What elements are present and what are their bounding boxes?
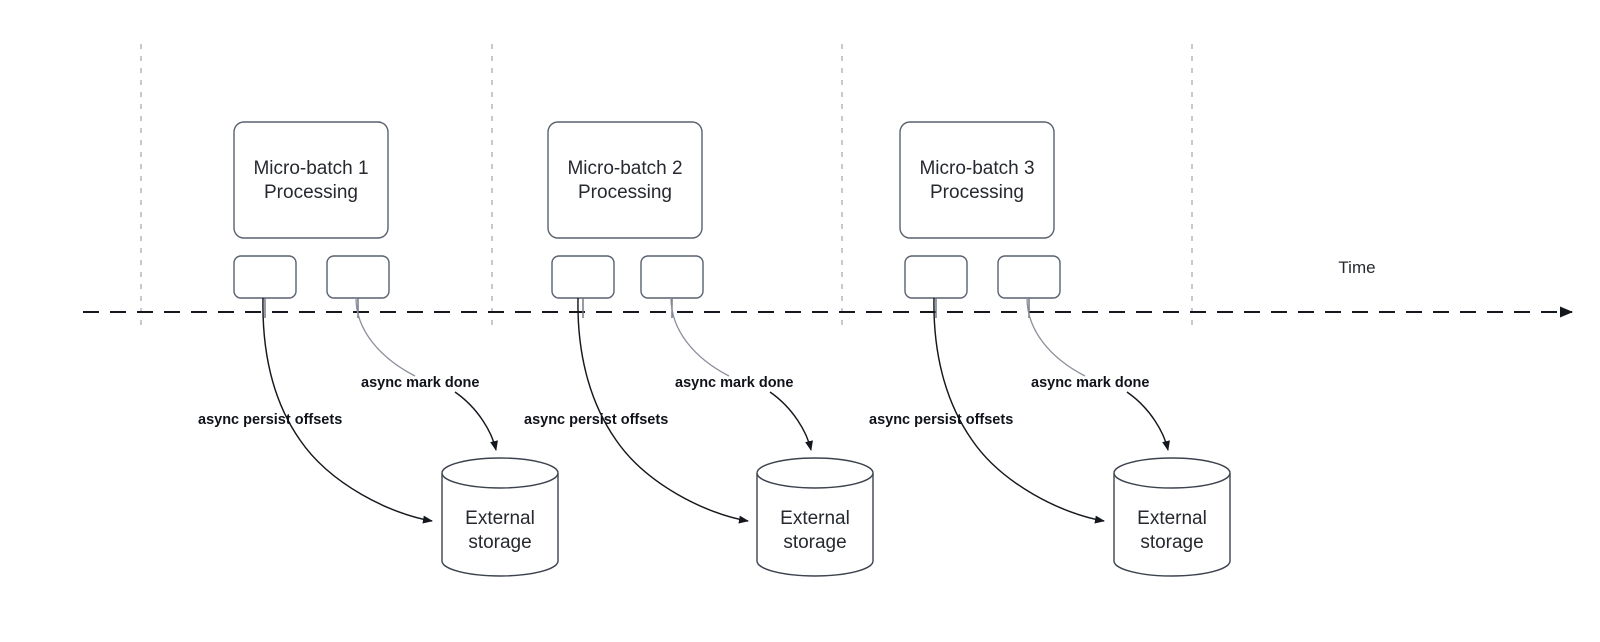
- micro-batch-3-mark-done-edge-curve-a: [1026, 297, 1086, 377]
- micro-batch-2-persist-task[interactable]: [551, 255, 615, 299]
- micro-batch-2-persist-offsets-edge-curve: [577, 297, 749, 524]
- micro-batch-1-mark-done-edge-curve-a: [355, 297, 416, 377]
- micro-batch-1-storage-line2: storage: [468, 532, 531, 553]
- micro-batch-1-mark-done-edge-label: async mark done: [361, 375, 479, 391]
- micro-batch-3-persist-task[interactable]: [904, 255, 968, 299]
- micro-batch-3-title-line1: Micro-batch 3: [919, 158, 1034, 179]
- time-axis-label: Time: [1338, 258, 1375, 277]
- micro-batch-3-mark-done-edge-label: async mark done: [1031, 375, 1149, 391]
- micro-batch-1-mark-task[interactable]: [326, 255, 390, 299]
- micro-batch-2-title-line1: Micro-batch 2: [567, 158, 682, 179]
- micro-batch-3-mark-task[interactable]: [997, 255, 1061, 299]
- micro-batch-1-storage-top[interactable]: [441, 457, 559, 489]
- micro-batch-2-storage-line1: External: [780, 508, 850, 529]
- micro-batch-3-persist-offsets-edge-curve: [933, 297, 1105, 524]
- micro-batch-1-title-line2: Processing: [264, 182, 358, 203]
- micro-batch-3-storage-line2: storage: [1140, 532, 1203, 553]
- micro-batch-2-box[interactable]: [547, 121, 703, 239]
- micro-batch-1-persist-offsets-edge-label: async persist offsets: [198, 412, 342, 428]
- micro-batch-2-storage-top[interactable]: [756, 457, 874, 489]
- micro-batch-3-storage-line1: External: [1137, 508, 1207, 529]
- micro-batch-2-mark-done-edge-label: async mark done: [675, 375, 793, 391]
- micro-batch-2-mark-task[interactable]: [640, 255, 704, 299]
- micro-batch-1-storage-body[interactable]: [441, 473, 559, 577]
- micro-batch-1-mark-done-edge-curve: [454, 391, 498, 451]
- micro-batch-3-title-line2: Processing: [930, 182, 1024, 203]
- micro-batch-2-title-line2: Processing: [578, 182, 672, 203]
- micro-batch-1-persist-task[interactable]: [233, 255, 297, 299]
- micro-batch-2-mark-done-edge-curve: [769, 391, 813, 451]
- micro-batch-3-persist-offsets-edge-label: async persist offsets: [869, 412, 1013, 428]
- micro-batch-2-mark-done-edge-curve-a: [670, 297, 730, 377]
- micro-batch-2-storage-body[interactable]: [756, 473, 874, 577]
- micro-batch-3-box[interactable]: [899, 121, 1055, 239]
- micro-batch-1-storage-line1: External: [465, 508, 535, 529]
- micro-batch-2-storage-line2: storage: [783, 532, 846, 553]
- micro-batch-3-storage-body[interactable]: [1113, 473, 1231, 577]
- micro-batch-1-title-line1: Micro-batch 1: [253, 158, 368, 179]
- time-axis: Time: [83, 258, 1573, 318]
- micro-batch-1-persist-offsets-edge-curve: [262, 297, 433, 524]
- micro-batch-1-box[interactable]: [233, 121, 389, 239]
- micro-batch-2-persist-offsets-edge-label: async persist offsets: [524, 412, 668, 428]
- micro-batch-3-storage-top[interactable]: [1113, 457, 1231, 489]
- micro-batch-3-mark-done-edge-curve: [1126, 391, 1170, 451]
